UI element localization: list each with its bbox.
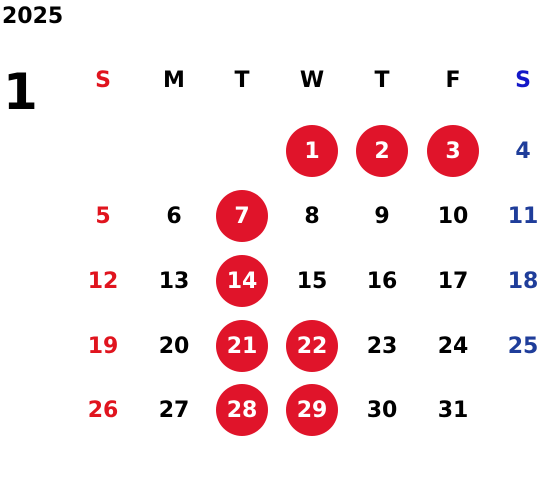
day-13[interactable]: 13: [158, 268, 190, 294]
weekday-header-thu: T: [374, 67, 390, 93]
day-5[interactable]: 5: [95, 203, 111, 229]
weekday-header-wed: W: [299, 67, 325, 93]
day-22[interactable]: 22: [286, 320, 338, 372]
day-18[interactable]: 18: [507, 268, 539, 294]
weekday-header-mon: M: [163, 67, 185, 93]
day-26[interactable]: 26: [87, 397, 119, 423]
day-8[interactable]: 8: [304, 203, 320, 229]
day-19[interactable]: 19: [87, 333, 119, 359]
day-31[interactable]: 31: [437, 397, 469, 423]
day-23[interactable]: 23: [366, 333, 398, 359]
day-27[interactable]: 27: [158, 397, 190, 423]
weekday-header-tue: T: [234, 67, 250, 93]
day-2[interactable]: 2: [356, 125, 408, 177]
day-12[interactable]: 12: [87, 268, 119, 294]
day-1[interactable]: 1: [286, 125, 338, 177]
day-10[interactable]: 10: [437, 203, 469, 229]
weekday-header-sun: S: [95, 67, 111, 93]
day-21[interactable]: 21: [216, 320, 268, 372]
weekday-header-sat: S: [515, 67, 531, 93]
day-6[interactable]: 6: [166, 203, 182, 229]
day-20[interactable]: 20: [158, 333, 190, 359]
day-24[interactable]: 24: [437, 333, 469, 359]
day-4[interactable]: 4: [515, 138, 531, 164]
day-7[interactable]: 7: [216, 190, 268, 242]
day-16[interactable]: 16: [366, 268, 398, 294]
month-label: 1: [3, 63, 38, 121]
weekday-header-fri: F: [445, 67, 461, 93]
day-25[interactable]: 25: [507, 333, 539, 359]
day-28[interactable]: 28: [216, 384, 268, 436]
day-30[interactable]: 30: [366, 397, 398, 423]
day-15[interactable]: 15: [296, 268, 328, 294]
year-label: 2025: [2, 4, 64, 29]
day-14[interactable]: 14: [216, 255, 268, 307]
day-29[interactable]: 29: [286, 384, 338, 436]
day-17[interactable]: 17: [437, 268, 469, 294]
day-9[interactable]: 9: [374, 203, 390, 229]
day-3[interactable]: 3: [427, 125, 479, 177]
day-11[interactable]: 11: [507, 203, 539, 229]
